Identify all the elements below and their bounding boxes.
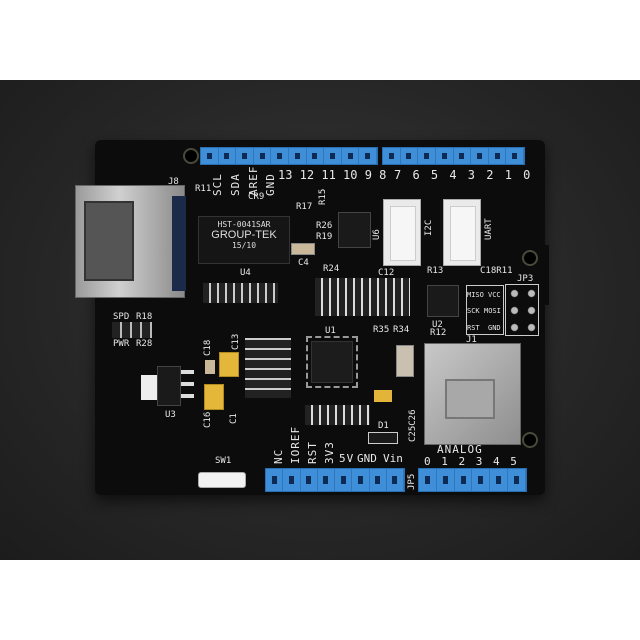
uart-connector[interactable] — [443, 199, 481, 266]
regulator-u3 — [157, 366, 181, 406]
label-jp3: JP3 — [517, 274, 534, 284]
digital-header-high — [200, 147, 378, 165]
label-vin: Vin — [383, 452, 403, 465]
led-resistors — [112, 322, 152, 338]
label-uart: UART — [484, 218, 494, 240]
label-u3: U3 — [165, 410, 176, 420]
diode-d1 — [368, 432, 398, 444]
capacitor-c18 — [205, 360, 215, 374]
rj45-jack[interactable] — [75, 185, 186, 298]
label-r17: R17 — [296, 202, 313, 212]
label-gnd: GND — [264, 173, 277, 196]
label-c25c26: C25C26 — [408, 409, 418, 442]
label-r19: R19 — [316, 232, 333, 242]
label-jp5: JP5 — [407, 473, 417, 490]
label-icsp-gnd: GND — [488, 324, 501, 332]
mounting-hole — [183, 148, 199, 164]
reset-switch-sw1[interactable] — [198, 472, 246, 488]
label-spd: SPD — [113, 312, 130, 322]
label-digits-high: 13 12 11 10 9 8 — [278, 168, 387, 182]
mounting-hole — [522, 250, 538, 266]
label-ioref: IOREF — [289, 425, 302, 464]
capacitor — [374, 390, 392, 402]
chip-u2 — [427, 285, 459, 317]
transformer-brand: GROUP-TEK — [211, 229, 277, 241]
label-j1: J1 — [466, 335, 477, 345]
magnetics-transformer: HST-0041SAR GROUP-TEK 15/10 — [198, 216, 290, 264]
label-u1: U1 — [325, 326, 336, 336]
label-u6: U6 — [372, 229, 382, 240]
label-miso: MISO — [467, 291, 484, 299]
label-r28: R28 — [136, 339, 153, 349]
label-c12: C12 — [378, 268, 395, 278]
label-c4: C4 — [298, 258, 309, 268]
regulator-tab — [141, 375, 158, 400]
regulator-leads — [181, 370, 194, 402]
label-i2c: I2C — [424, 219, 434, 236]
resistor-array — [305, 405, 370, 425]
label-3v3: 3V3 — [323, 441, 336, 464]
chip-u1-body — [311, 341, 353, 383]
resistor-array — [315, 278, 410, 316]
capacitor-array — [245, 338, 291, 398]
analog-header — [418, 468, 527, 492]
i2c-connector[interactable] — [383, 199, 421, 266]
label-r26: R26 — [316, 221, 333, 231]
label-mosi: MOSI — [484, 307, 501, 315]
label-r11: R11 — [195, 184, 212, 194]
chip-u6 — [338, 212, 371, 248]
label-r18: R18 — [136, 312, 153, 322]
label-pwr: PWR — [113, 339, 130, 349]
resistor-array — [203, 283, 278, 303]
label-scl: SCL — [211, 173, 224, 196]
capacitor-c4 — [291, 243, 315, 255]
transformer-code: 15/10 — [231, 241, 257, 250]
icsp-header-jp3[interactable] — [505, 284, 539, 336]
label-r35: R35 — [373, 325, 390, 335]
icsp-label-box — [466, 285, 504, 335]
mounting-hole — [522, 432, 538, 448]
label-rst: RST — [467, 324, 480, 332]
label-r24: R24 — [323, 264, 340, 274]
label-sw1: SW1 — [215, 456, 232, 466]
label-r12: R12 — [430, 328, 447, 338]
crystal — [396, 345, 414, 377]
label-d1: D1 — [378, 421, 389, 431]
label-digits-low: 7 6 5 4 3 2 1 0 — [394, 168, 533, 182]
label-c16: C16 — [203, 411, 213, 428]
label-c18r11: C18R11 — [480, 266, 513, 276]
label-u4: U4 — [240, 268, 251, 278]
label-5v: 5V — [339, 452, 355, 465]
label-analog-pins: 0 1 2 3 4 5 — [424, 455, 519, 468]
power-header — [265, 468, 405, 492]
label-j8: J8 — [168, 177, 179, 187]
label-sda: SDA — [229, 173, 242, 196]
label-analog: ANALOG — [437, 443, 483, 456]
label-vcc: VCC — [488, 291, 501, 299]
label-power-rst: RST — [306, 441, 319, 464]
digital-header-low — [382, 147, 525, 165]
label-r34: R34 — [393, 325, 410, 335]
label-c1: C1 — [229, 413, 239, 424]
label-nc: NC — [272, 448, 285, 464]
label-cr9: CR9 — [248, 192, 265, 202]
label-sck: SCK — [467, 307, 480, 315]
microsd-card-slot[interactable] — [424, 343, 521, 445]
label-r13: R13 — [427, 266, 444, 276]
label-power-gnd: GND — [357, 452, 377, 465]
label-r15: R15 — [318, 188, 328, 205]
chip-u1-w5100 — [306, 336, 358, 388]
label-u2: U2 — [432, 320, 443, 330]
transformer-part: HST-0041SAR — [217, 220, 271, 229]
label-c18: C18 — [203, 339, 213, 356]
tantalum-cap-c16 — [204, 384, 224, 410]
label-c13: C13 — [231, 333, 241, 350]
tantalum-cap-c13 — [219, 352, 239, 377]
